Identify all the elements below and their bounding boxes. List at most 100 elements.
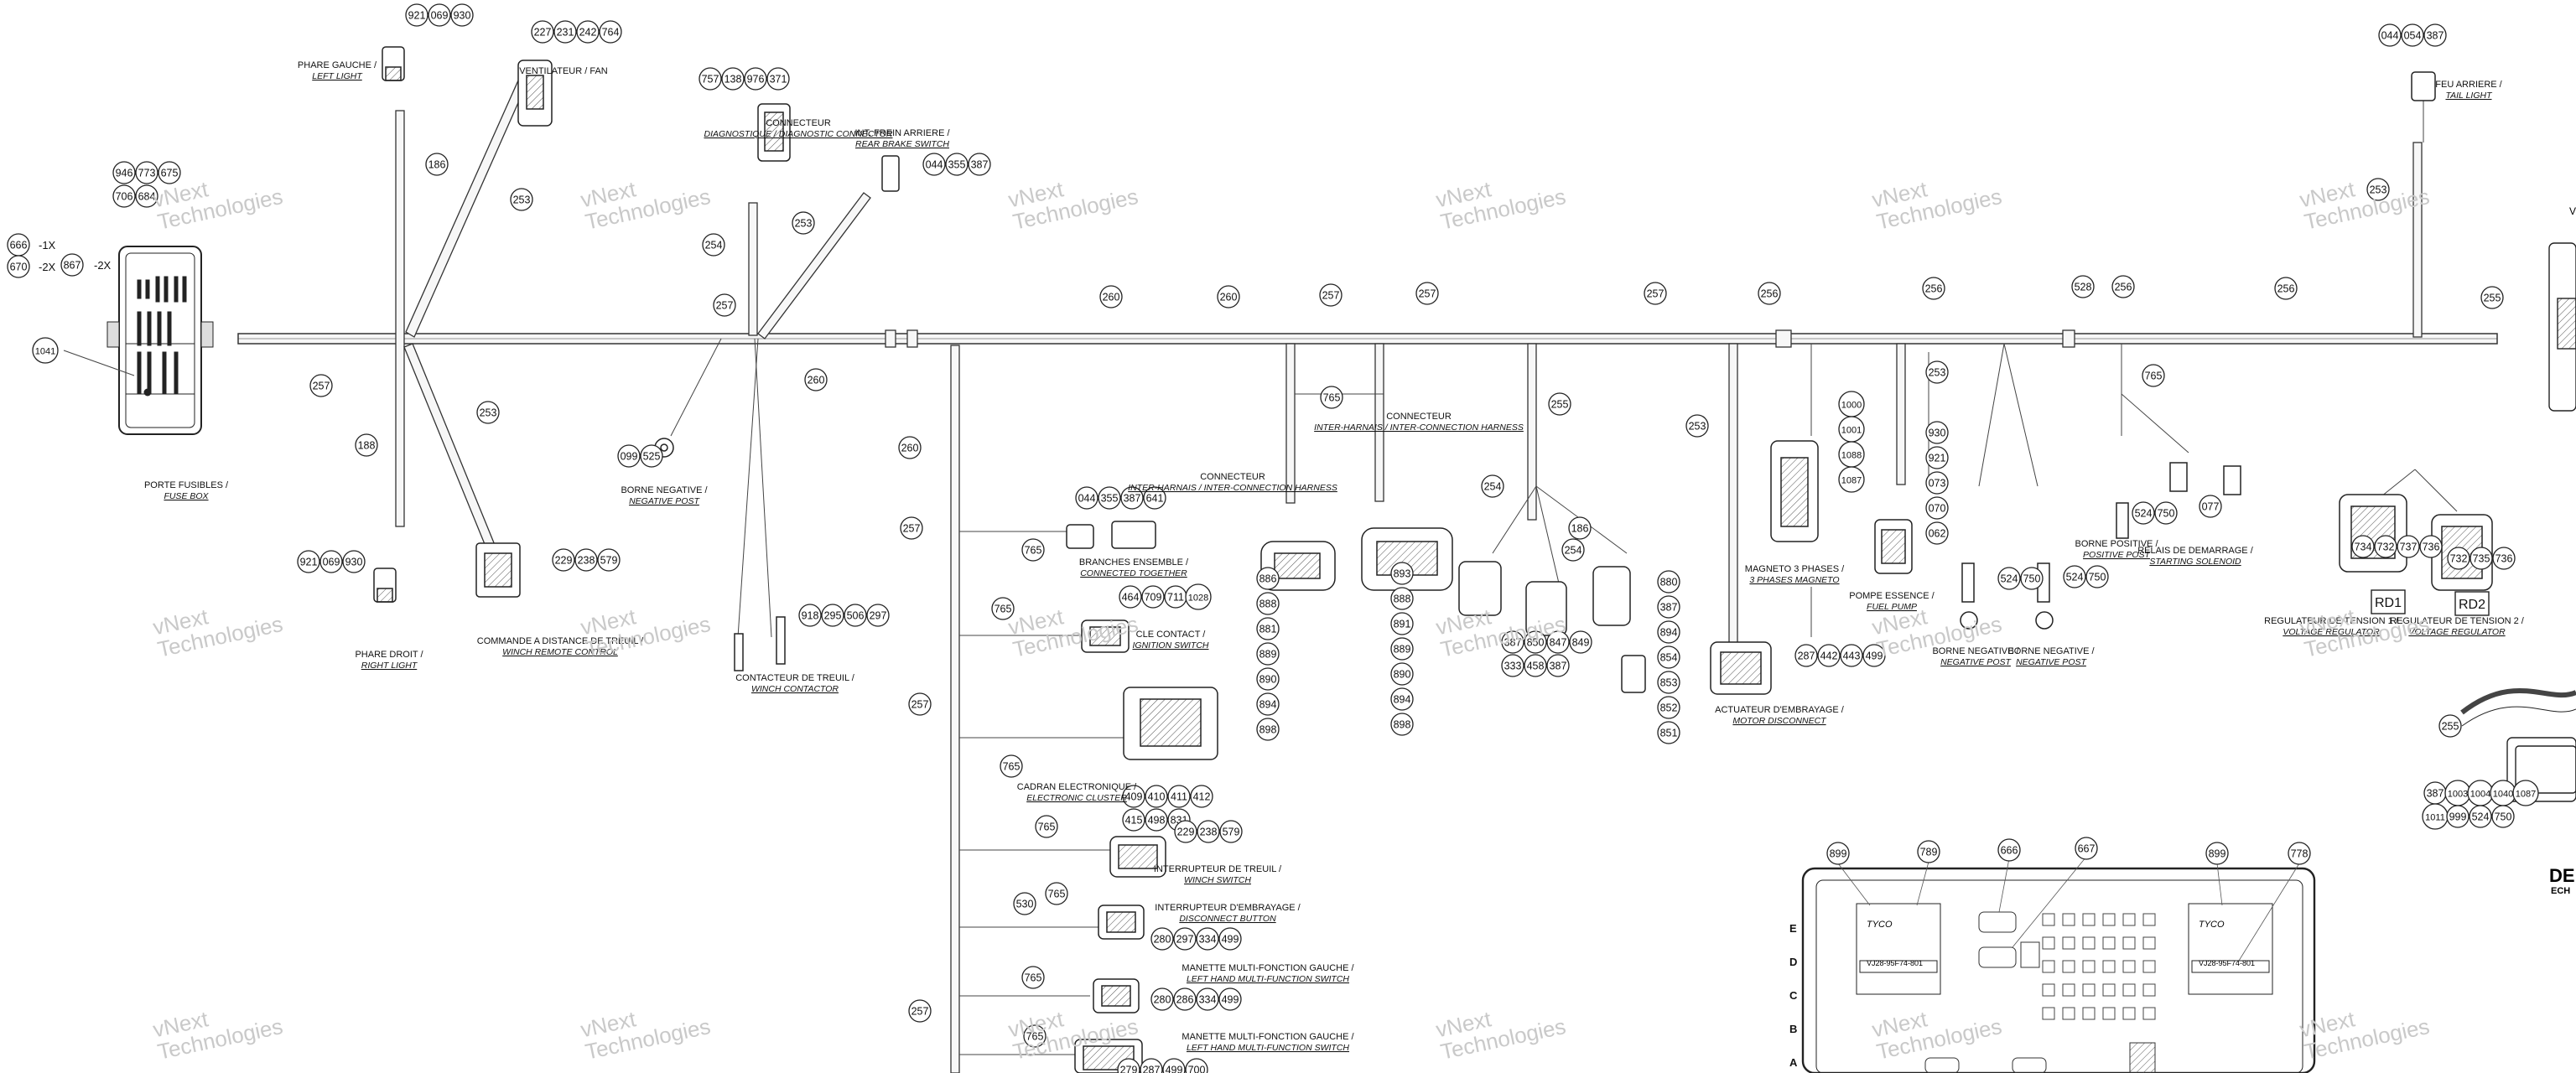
segment-label: 254 — [1481, 474, 1504, 498]
connector-label: REGULATEUR DE TENSION 2 / — [2390, 616, 2525, 626]
segment-label: 257 — [908, 692, 932, 716]
side-code: 789 — [1917, 840, 1940, 863]
connector-code: 499 — [1218, 927, 1242, 951]
wire-code-text: 946 — [116, 168, 133, 179]
wire-code-text: 530 — [1016, 899, 1034, 910]
connector-code: 287 — [1140, 1058, 1163, 1073]
segment-label: 260 — [1217, 285, 1240, 308]
connector-label-en: VOLTAGE REGULATOR — [2408, 627, 2506, 637]
wire-code-text: 899 — [1830, 848, 1847, 860]
connector-code: 898 — [1256, 718, 1280, 741]
connector-code: 898 — [1390, 713, 1414, 736]
wire-code-text: 670 — [10, 262, 28, 273]
connector-code: 750 — [2020, 567, 2044, 590]
segment-label: 765 — [1320, 386, 1343, 409]
wire-code-text: 138 — [724, 74, 742, 86]
wire-code-text: 257 — [911, 699, 929, 711]
side-code: 867 — [60, 253, 84, 277]
connector-code: 044 — [2378, 23, 2402, 47]
wire-code-text: 1011 — [2425, 813, 2445, 823]
connector-code: 579 — [597, 548, 621, 572]
connector-code: 387 — [968, 153, 991, 176]
wire-code-text: 334 — [1199, 934, 1217, 946]
segment-label: 256 — [1758, 282, 1781, 305]
wire-code-text: 099 — [621, 451, 638, 463]
wire-code-text: 889 — [1394, 644, 1411, 656]
wire-code-text: 297 — [1176, 934, 1194, 946]
connector-code: 946 — [112, 161, 136, 184]
wire-code-text: 260 — [808, 375, 825, 386]
connector-label-en: DISCONNECT BUTTON — [1179, 914, 1276, 924]
segment-label: 260 — [1099, 285, 1123, 308]
connector-code: 921 — [1925, 446, 1949, 469]
connector-code: 579 — [1219, 820, 1243, 843]
connector-code: 709 — [1141, 585, 1165, 609]
connector-code: 894 — [1657, 620, 1680, 644]
segment-label: 765 — [991, 597, 1015, 620]
wire-code-text: 253 — [2370, 184, 2387, 196]
wire-code-text: 918 — [802, 610, 819, 622]
segment-label: 255 — [1548, 392, 1571, 416]
connector-code: 847 — [1546, 630, 1570, 654]
wire-code-text: 700 — [1188, 1065, 1206, 1073]
wire-code-text: 506 — [847, 610, 865, 622]
connector-code: 387 — [1120, 486, 1144, 510]
wire-code-text: 458 — [1527, 661, 1545, 672]
wire-code-text: 242 — [579, 27, 597, 39]
connector-code: 930 — [1925, 421, 1949, 444]
connector-code: 736 — [2492, 547, 2516, 570]
wire-code-text: 750 — [2023, 573, 2041, 585]
side-code: 670 — [7, 255, 30, 278]
connector-code: 355 — [945, 153, 969, 176]
wire-code-text: 789 — [1920, 847, 1938, 858]
wire-code-text: 044 — [2381, 30, 2399, 42]
wire-code-text: 257 — [1419, 288, 1436, 300]
wire-code-text: 255 — [2442, 721, 2459, 733]
wire-code-text: 881 — [1259, 624, 1277, 635]
wire-code-text: 260 — [1220, 292, 1238, 303]
segment-label: 765 — [2142, 364, 2165, 387]
wire-leads — [670, 101, 2458, 1055]
connector-code: 415 — [1122, 808, 1145, 832]
connector-code: 888 — [1390, 587, 1414, 610]
wire-code-text: 280 — [1154, 994, 1171, 1006]
wire-code-text: 254 — [1484, 481, 1502, 493]
wire-code-text: 732 — [2377, 542, 2395, 553]
wire-code-text: 734 — [2355, 542, 2372, 553]
wire-code-text: 999 — [2449, 811, 2467, 823]
connector-code: 890 — [1390, 662, 1414, 686]
connector-label: CONNECTEUR — [766, 118, 831, 128]
connector-code: 1001 — [1838, 416, 1865, 443]
wire-code-text: 229 — [555, 555, 573, 567]
wire-code-text: 930 — [345, 557, 363, 568]
connector-code: 334 — [1196, 927, 1219, 951]
connector-label-en: STARTING SOLENOID — [2149, 557, 2241, 567]
segment-label: 257 — [908, 999, 932, 1023]
wire-code-text: 898 — [1259, 724, 1277, 736]
segment-label: 253 — [510, 188, 533, 211]
wire-code-text: 069 — [323, 557, 340, 568]
wire-code-text: 579 — [1223, 827, 1240, 838]
wire-code-text: 750 — [2089, 572, 2106, 583]
connector-code: 280 — [1150, 987, 1174, 1011]
wire-code-text: 499 — [1166, 1065, 1183, 1073]
wire-code-text: 257 — [1647, 288, 1665, 300]
segment-label: 253 — [1685, 414, 1709, 438]
ecm-fragment — [2460, 242, 2576, 802]
connector-label-en: CONNECTED TOGETHER — [1080, 568, 1187, 578]
wire-code-text: 847 — [1550, 637, 1567, 649]
wire-code-text: 257 — [716, 300, 734, 312]
wire-code-text: 464 — [1122, 592, 1140, 604]
connector-label-en: NEGATIVE POST — [629, 496, 700, 506]
connector-label: RELAIS DE DEMARRAGE / — [2137, 546, 2253, 556]
wire-code-text: 667 — [2078, 843, 2096, 855]
connector-code: 675 — [158, 161, 181, 184]
wire-code-text: 287 — [1798, 651, 1815, 662]
connector-code: 849 — [1569, 630, 1592, 654]
connector-code: 976 — [744, 67, 767, 91]
segment-label: 765 — [1045, 882, 1068, 905]
connector-code: 852 — [1657, 696, 1680, 719]
